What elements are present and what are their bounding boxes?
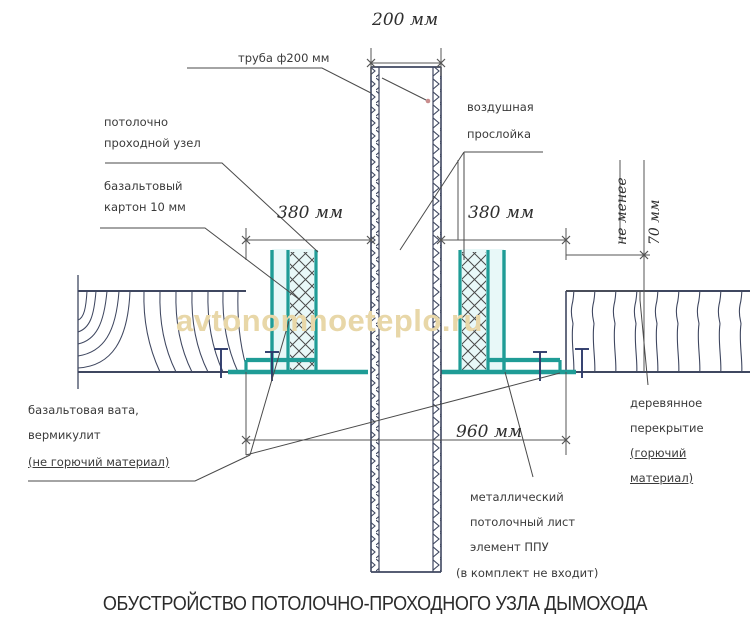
dimension-lines [241, 48, 650, 455]
ceiling-right [565, 290, 750, 373]
dim-clearance-note: не менее [614, 177, 630, 245]
ceiling-left [77, 275, 247, 389]
fastener-symbols [214, 348, 589, 381]
label-sheet-line4: (в комплект не входит) [456, 566, 599, 580]
label-cardboard-line2: картон 10 мм [104, 200, 186, 214]
ceiling-pass-through-node [228, 249, 576, 375]
chimney-pipe [370, 66, 442, 573]
label-sheet-line1: металлический [470, 490, 564, 504]
label-wool-line3: (не горючий материал) [28, 455, 170, 469]
watermark: avtonomnoeteplo.ru [176, 303, 483, 338]
label-wool-line1: базальтовая вата, [28, 403, 139, 417]
label-sheet-line3: элемент ППУ [470, 540, 549, 554]
label-node-line1: потолочно [104, 115, 169, 129]
label-wood-line1: деревянное [630, 396, 703, 410]
dim-pipe-diameter: 200 мм [372, 10, 439, 30]
label-airgap-line2: прослойка [467, 127, 532, 141]
label-wood-line4: материал) [630, 471, 694, 485]
leader-lines [28, 67, 649, 482]
dim-total-960: 960 мм [456, 422, 523, 442]
label-sheet-line2: потолочный лист [470, 515, 576, 529]
label-node-line2: проходной узел [104, 136, 201, 150]
label-pipe: труба ф200 мм [238, 51, 330, 65]
label-wool-line2: вермикулит [28, 428, 101, 442]
label-wood-line2: перекрытие [630, 421, 704, 435]
page-caption: ОБУСТРОЙСТВО ПОТОЛОЧНО-ПРОХОДНОГО УЗЛА Д… [102, 592, 648, 615]
label-airgap-line1: воздушная [467, 100, 534, 114]
dim-clearance-value: 70 мм [647, 199, 663, 245]
label-cardboard-line1: базальтовый [104, 179, 183, 193]
dim-left-380: 380 мм [277, 203, 344, 223]
label-wood-line3: (горючий [630, 446, 687, 460]
dim-right-380: 380 мм [468, 203, 535, 223]
